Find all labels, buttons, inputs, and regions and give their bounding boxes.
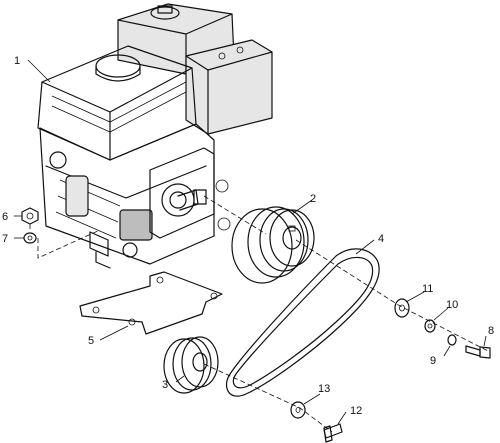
- bolt-bottom: [323, 423, 343, 443]
- callout-1: 1: [14, 55, 20, 67]
- lock-washer: [447, 334, 457, 346]
- assembly-centerlines: [29, 195, 491, 433]
- callout-13: 13: [318, 383, 330, 395]
- callout-7: 7: [2, 233, 8, 245]
- callout-12: 12: [350, 405, 362, 417]
- callout-11: 11: [422, 283, 433, 295]
- callout-2: 2: [310, 193, 316, 205]
- engine-pulley: [231, 206, 315, 284]
- driven-pulley: [163, 336, 219, 394]
- callout-9: 9: [430, 355, 436, 367]
- callout-3: 3: [162, 379, 168, 391]
- callout-10: 10: [446, 299, 458, 311]
- callout-6: 6: [2, 211, 8, 223]
- callout-labels: 1 2 3 4 5 6 7 8 9 10 11 12 13: [2, 55, 494, 417]
- mount-plate: [79, 271, 223, 335]
- washer-small: [424, 319, 436, 333]
- engine: [37, 3, 273, 269]
- leader-lines: [14, 59, 487, 425]
- belt: [225, 248, 380, 397]
- callout-8: 8: [488, 325, 494, 337]
- callout-4: 4: [378, 233, 384, 245]
- bolt-right: [465, 345, 491, 359]
- callout-5: 5: [88, 335, 94, 347]
- nut: [21, 207, 39, 225]
- washer-left: [23, 232, 37, 244]
- washer-bottom: [290, 401, 306, 419]
